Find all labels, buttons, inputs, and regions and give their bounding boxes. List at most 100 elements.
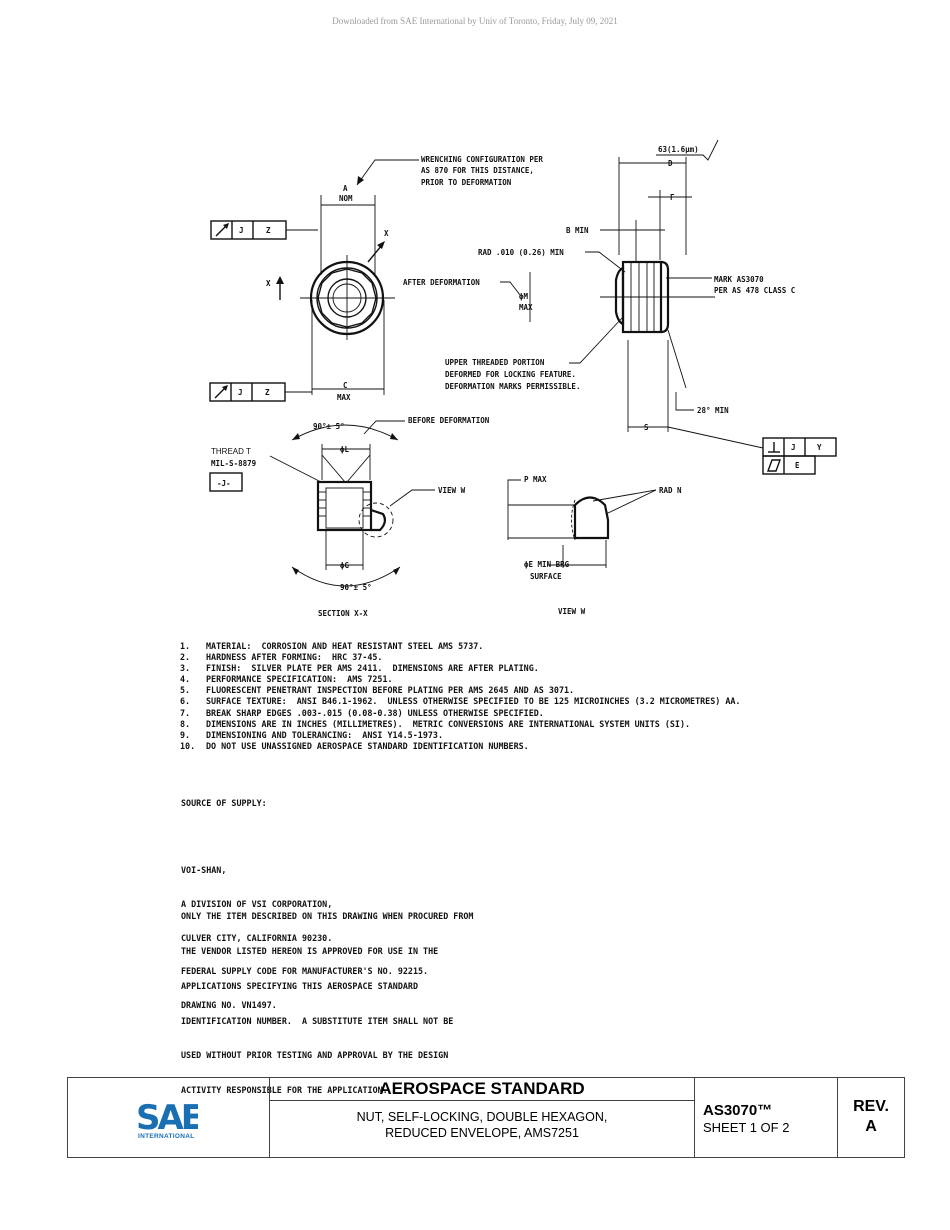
description-line-1: NUT, SELF-LOCKING, DOUBLE HEXAGON,	[356, 1110, 608, 1124]
note-text: DIMENSIONING AND TOLERANCING: ANSI Y14.5…	[206, 729, 443, 740]
description-line-2: REDUCED ENVELOPE, AMS7251	[385, 1126, 579, 1140]
b-min: B MIN	[566, 226, 589, 235]
source-of-supply: SOURCE OF SUPPLY: VOI-SHAN, A DIVISION O…	[181, 776, 428, 1022]
view-w-callout: VIEW W	[438, 486, 466, 495]
phi-l: ϕL	[340, 445, 350, 454]
download-note: Downloaded from SAE International by Uni…	[332, 16, 618, 26]
logo-cell: SAE INTERNATIONAL	[68, 1078, 270, 1157]
note-number: 10.	[180, 740, 196, 751]
angle-top-arc	[291, 424, 399, 441]
note-item: 10. DO NOT USE UNASSIGNED AEROSPACE STAND…	[180, 741, 740, 752]
sheet-number: SHEET 1 OF 2	[703, 1120, 790, 1135]
logo-text: SAE	[136, 1100, 198, 1132]
after-deformation: AFTER DEFORMATION	[403, 278, 480, 287]
p-leader	[507, 479, 521, 540]
c-max-label: MAX	[337, 393, 351, 402]
note-number: 4.	[180, 674, 191, 685]
x-label-top: X	[384, 229, 389, 238]
note-item: 1. MATERIAL: CORROSION AND HEAT RESISTANT…	[180, 641, 740, 652]
upper-3: DEFORMATION MARKS PERMISSIBLE.	[445, 382, 580, 391]
logo-subtitle: INTERNATIONAL	[138, 1133, 195, 1140]
title-block: SAE INTERNATIONAL AEROSPACE STANDARD NUT…	[67, 1077, 905, 1158]
before-leader	[363, 420, 405, 435]
sae-logo-icon: SAE	[136, 1100, 198, 1132]
wrench-note-2: AS 870 FOR THIS DISTANCE,	[421, 166, 534, 175]
mark-2: PER AS 478 CLASS C	[714, 286, 795, 295]
note-number: 3.	[180, 663, 191, 674]
note-text: BREAK SHARP EDGES .003-.015 (0.08-0.38) …	[206, 707, 544, 718]
note-number: 8.	[180, 718, 191, 729]
note-number: 5.	[180, 685, 191, 696]
fcf-perpendicularity: J Y E	[762, 437, 837, 475]
fcf-top: J Z	[210, 220, 318, 240]
c-label: C	[343, 381, 348, 390]
revision-value: A	[865, 1118, 877, 1135]
wrench-leader	[356, 159, 419, 186]
fcf-side-leader	[667, 426, 764, 449]
rad-min: RAD .010 (0.26) MIN	[478, 248, 564, 257]
standard-title: AEROSPACE STANDARD	[270, 1078, 694, 1101]
rad-n-leader-1	[592, 489, 657, 502]
note-item: 5.FLUORESCENT PENETRANT INSPECTION BEFOR…	[180, 685, 740, 696]
note-item: 8. DIMENSIONS ARE IN INCHES (MILLIMETRES)…	[180, 719, 740, 730]
source-line: VOI-SHAN,	[181, 865, 227, 876]
wrench-note-3: PRIOR TO DEFORMATION	[421, 178, 512, 187]
angle-bottom: 90°± 5°	[340, 583, 372, 592]
description-cell: AEROSPACE STANDARD NUT, SELF-LOCKING, DO…	[270, 1078, 695, 1157]
phi-m-max: MAX	[519, 303, 533, 312]
angle-bottom-arc	[291, 566, 401, 587]
fcf-flat-e: E	[795, 461, 800, 470]
section-flange	[370, 508, 387, 532]
note-text: DIMENSIONS ARE IN INCHES (MILLIMETRES). …	[206, 718, 691, 729]
note-number: 6.	[180, 696, 191, 707]
note-item: 7. BREAK SHARP EDGES .003-.015 (0.08-0.38…	[180, 708, 740, 719]
x-arrow-top	[367, 244, 383, 263]
source-line: FEDERAL SUPPLY CODE FOR MANUFACTURER'S N…	[181, 966, 429, 977]
note-text: DO NOT USE UNASSIGNED AEROSPACE STANDARD…	[206, 740, 529, 751]
document-cell: AS3070™ SHEET 1 OF 2	[695, 1078, 838, 1157]
note-text: MATERIAL: CORROSION AND HEAT RESISTANT S…	[206, 641, 484, 651]
view-w-leader	[389, 489, 435, 507]
cone-left	[321, 454, 346, 483]
section-view: 90°± 5° BEFORE DEFORMATION ϕL THREAD T M…	[209, 416, 490, 618]
view-w: P MAX RAD N ϕE MIN BRG SURFACE VIEW W	[507, 475, 682, 616]
approval-line: ACTIVITY RESPONSIBLE FOR THE APPLICATION…	[181, 1085, 388, 1096]
revision-label: REV.	[853, 1098, 889, 1115]
thread-leader	[269, 455, 322, 483]
angle-min: 28° MIN	[697, 406, 729, 415]
angle-line	[667, 329, 687, 389]
f-label: F	[670, 193, 675, 202]
angle-leader	[675, 392, 694, 411]
a-label: A	[343, 184, 348, 193]
rad-leader	[585, 251, 626, 273]
mark-1: MARK AS3070	[714, 275, 764, 284]
fcf-bottom-j: J	[238, 388, 243, 397]
note-text: SURFACE TEXTURE: ANSI B46.1-1962. UNLESS…	[206, 696, 741, 707]
p-max: P MAX	[524, 475, 547, 484]
approval-statement: ONLY THE ITEM DESCRIBED ON THIS DRAWING …	[181, 888, 473, 1108]
cone-right	[346, 454, 371, 483]
note-number: 1.	[180, 641, 191, 651]
document-number: AS3070™	[703, 1102, 773, 1119]
d-label: D	[668, 159, 673, 168]
source-line: CULVER CITY, CALIFORNIA 90230.	[181, 932, 333, 943]
before-deformation: BEFORE DEFORMATION	[408, 416, 490, 425]
phi-e-1: ϕE MIN BRG	[524, 560, 570, 569]
phi-g: ϕG	[340, 561, 350, 570]
note-text: HARDNESS AFTER FORMING: HRC 37-45.	[206, 652, 383, 663]
engineering-drawing: WRENCHING CONFIGURATION PER AS 870 FOR T…	[209, 139, 837, 618]
source-line: A DIVISION OF VSI CORPORATION,	[181, 899, 333, 910]
section-bore	[325, 487, 364, 529]
finish-symbol	[656, 139, 719, 161]
side-view: 63(1.6µm) D F B MIN RAD .010 (0.26) MIN …	[403, 139, 837, 475]
approval-line: APPLICATIONS SPECIFYING THIS AEROSPACE S…	[181, 980, 418, 991]
view-w-dashed	[571, 499, 576, 541]
surface-finish: 63(1.6µm)	[658, 145, 699, 154]
note-number: 7.	[180, 707, 191, 718]
source-heading: SOURCE OF SUPPLY:	[181, 798, 267, 809]
end-view: WRENCHING CONFIGURATION PER AS 870 FOR T…	[209, 155, 543, 402]
phi-e-2: SURFACE	[530, 572, 562, 581]
section-label: SECTION X-X	[318, 609, 368, 618]
note-number: 9.	[180, 729, 191, 740]
note-text: FINISH: SILVER PLATE PER AMS 2411. DIMEN…	[206, 663, 539, 674]
